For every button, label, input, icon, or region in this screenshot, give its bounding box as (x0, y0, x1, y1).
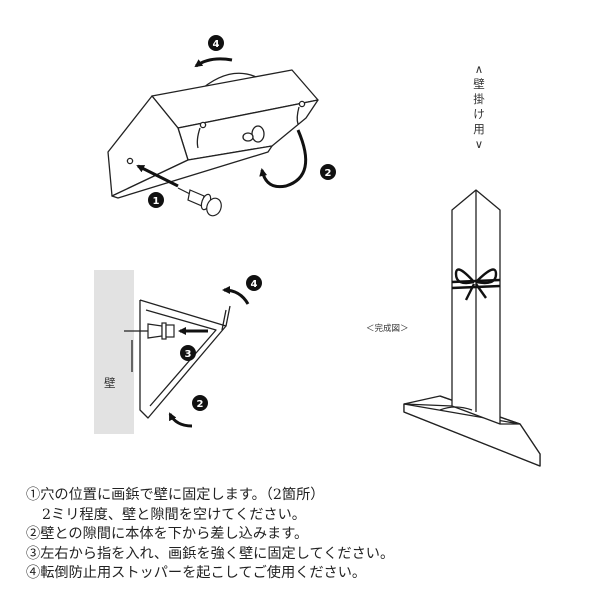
svg-text:2: 2 (325, 168, 332, 179)
wall-label: 壁 (104, 376, 116, 390)
svg-text:4: 4 (251, 279, 258, 290)
marker-2-side: 2 (192, 395, 208, 411)
arrow-step-4-side (222, 286, 250, 305)
vertical-char: 壁 (473, 77, 485, 91)
step-4-text: ④転倒防止用ストッパーを起こしてご使用ください。 (26, 565, 367, 581)
ribbon-bow-icon (451, 268, 501, 301)
step-3-text: ③左右から指を入れ、画鋲を強く壁に固定してください。 (26, 545, 395, 562)
svg-text:3: 3 (185, 349, 192, 360)
marker-4-side: 4 (246, 275, 262, 291)
svg-text:1: 1 (153, 196, 160, 207)
marker-1-top: 1 (148, 192, 164, 208)
vertical-char: け (473, 107, 485, 121)
vertical-char: ∧ (474, 62, 484, 76)
marker-4-top: 4 (208, 35, 224, 51)
marker-2-top: 2 (320, 164, 336, 180)
arrow-step-2-side (168, 412, 193, 428)
completed-view-illustration (403, 189, 541, 467)
holder-3d-illustration (107, 69, 319, 199)
arrow-step-1 (136, 164, 179, 188)
vertical-char: 掛 (473, 92, 485, 106)
arrow-step-2-top (259, 129, 308, 189)
marker-3-side: 3 (180, 345, 196, 361)
step-1-note-text: 2ミリ程度、壁と隙間を空けてください。 (42, 506, 306, 523)
step-2-text: ②壁との隙間に本体を下から差し込みます。 (26, 526, 309, 542)
step-1-text: ①穴の位置に画鋲で壁に固定します。（2箇所） (26, 487, 325, 503)
svg-text:4: 4 (213, 39, 220, 50)
vertical-char: ∨ (474, 137, 484, 151)
vertical-char: 用 (473, 122, 485, 136)
arrow-step-4-top (194, 57, 233, 68)
push-pin-illustration (177, 187, 222, 217)
wall-panel (94, 270, 134, 434)
completed-view-caption: ＜完成図＞ (366, 324, 409, 334)
svg-text:2: 2 (197, 399, 204, 410)
side-view-illustration (131, 299, 231, 419)
side-push-pin (124, 322, 175, 340)
instruction-steps: ①穴の位置に画鋲で壁に固定します。（2箇所） 2ミリ程度、壁と隙間を空けてくださ… (26, 486, 586, 584)
wall-hanging-vertical-label: ∧ 壁 掛 け 用 ∨ (468, 62, 490, 152)
